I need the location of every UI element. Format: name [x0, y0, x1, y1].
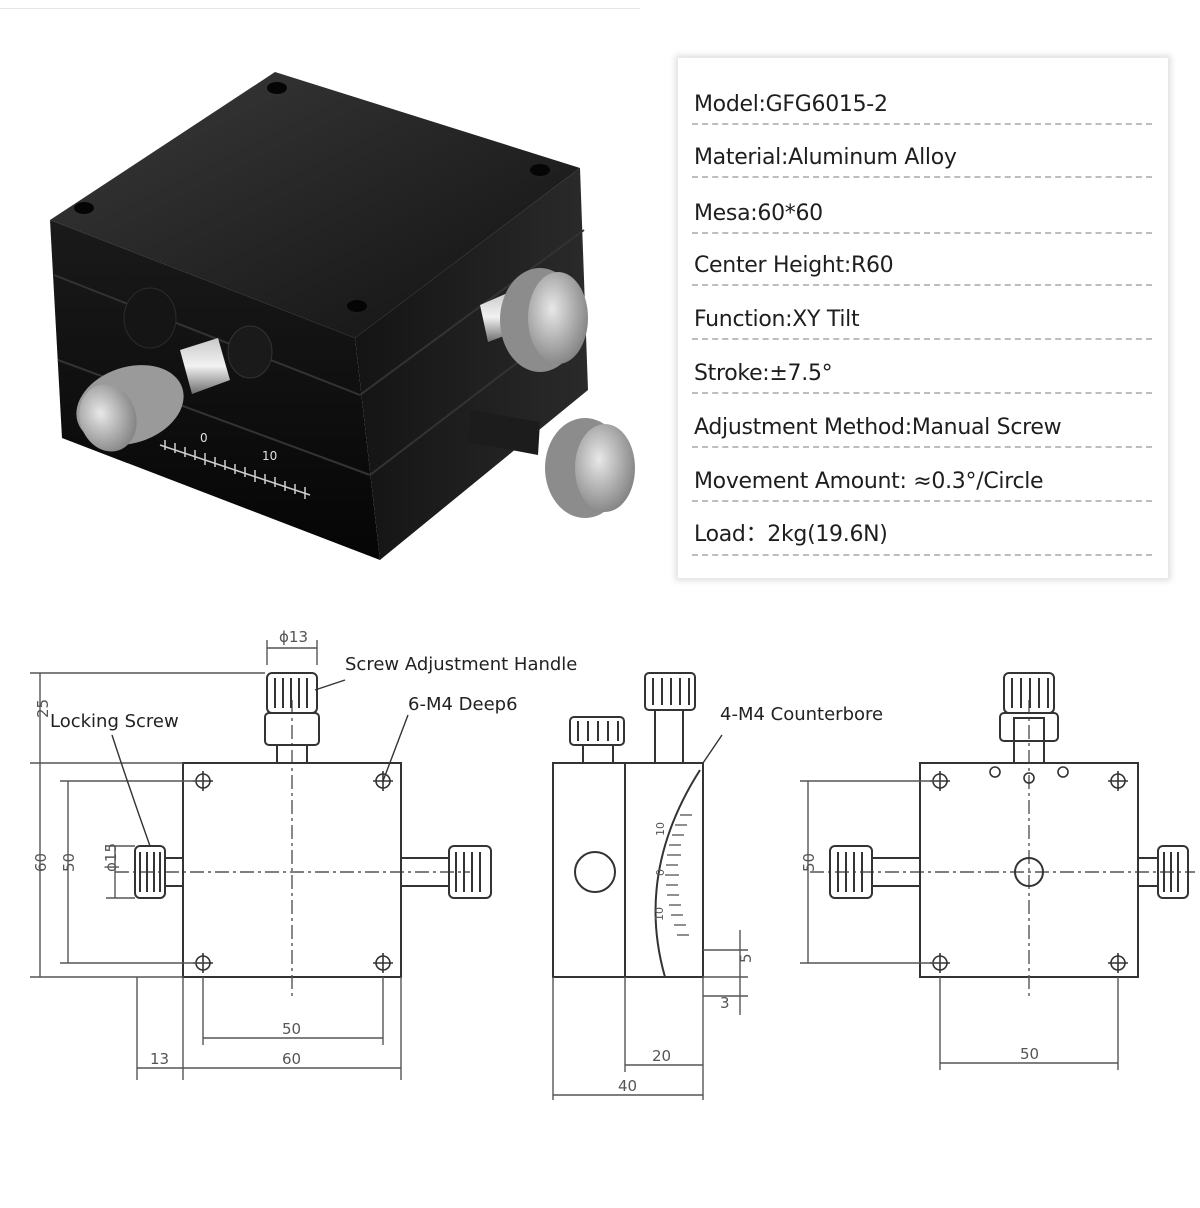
spec-load: Load：2kg(19.6N) — [694, 522, 888, 547]
mount-hole — [347, 300, 367, 312]
spec-row-adjustment: Adjustment Method:Manual Screw — [692, 398, 1152, 448]
dim-50-right: 50 — [800, 853, 818, 872]
product-photo: 0 10 — [50, 72, 635, 560]
callout-locking-screw: Locking Screw — [50, 711, 179, 732]
dim-60-left: 60 — [32, 853, 50, 872]
right-top-knob — [480, 268, 588, 372]
side-view-arc-scale — [665, 814, 692, 936]
spec-row-load: Load：2kg(19.6N) — [692, 506, 1152, 556]
side-view-body — [552, 762, 704, 978]
spec-stroke: Stroke:±7.5° — [694, 361, 833, 386]
spec-panel: Model:GFG6015-2 Material:Aluminum Alloy … — [678, 58, 1168, 578]
side-view-bore — [574, 851, 616, 893]
top-divider — [0, 8, 640, 9]
spec-model: Model:GFG6015-2 — [694, 92, 888, 117]
spec-row-material: Material:Aluminum Alloy — [692, 128, 1152, 178]
spec-row-function: Function:XY Tilt — [692, 290, 1152, 340]
dim-phi13: ϕ13 — [279, 628, 308, 646]
mount-hole — [267, 82, 287, 94]
side-view-arc — [654, 769, 701, 978]
spec-adjustment-method: Adjustment Method:Manual Screw — [694, 415, 1062, 440]
back-view-knobs — [829, 672, 1189, 899]
dim-25: 25 — [34, 699, 52, 718]
dim-13: 13 — [150, 1050, 169, 1068]
back-view-center-bore — [1014, 857, 1044, 887]
side-scale-10-top: 10 — [654, 822, 667, 836]
front-scale — [159, 440, 311, 499]
left-adjust-knob — [76, 338, 230, 452]
spec-function: Function:XY Tilt — [694, 307, 860, 332]
dim-40: 40 — [618, 1077, 637, 1095]
spec-row-center-height: Center Height:R60 — [692, 238, 1152, 286]
dim-50-right-bottom: 50 — [1020, 1045, 1039, 1063]
front-scale-label-10: 10 — [262, 449, 277, 463]
mount-hole — [530, 164, 550, 176]
dim-3: 3 — [720, 994, 730, 1012]
spec-row-stroke: Stroke:±7.5° — [692, 344, 1152, 394]
technical-drawing: Screw Adjustment Handle Locking Screw 6-… — [30, 628, 1195, 1100]
dim-5: 5 — [737, 953, 755, 963]
side-view-top-knob — [569, 672, 696, 764]
dim-50-left: 50 — [60, 853, 78, 872]
spec-material: Material:Aluminum Alloy — [694, 145, 957, 170]
spec-row-model: Model:GFG6015-2 — [692, 78, 1152, 125]
spec-row-movement: Movement Amount: ≈0.3°/Circle — [692, 452, 1152, 502]
callout-m4-deep: 6-M4 Deep6 — [408, 694, 518, 715]
left-view-right-knob — [400, 845, 492, 899]
spec-center-height: Center Height:R60 — [694, 253, 894, 278]
side-scale-10-bottom: 10 — [653, 907, 666, 921]
left-view-top-knob — [264, 672, 320, 764]
callout-screw-handle: Screw Adjustment Handle — [345, 654, 577, 675]
spec-mesa: Mesa:60*60 — [694, 201, 823, 226]
spec-row-mesa: Mesa:60*60 — [692, 182, 1152, 234]
dim-60-bottom: 60 — [282, 1050, 301, 1068]
dim-20: 20 — [652, 1047, 671, 1065]
right-bottom-knob — [468, 410, 635, 518]
dim-50-bottom: 50 — [282, 1020, 301, 1038]
callout-m4-counterbore: 4-M4 Counterbore — [720, 704, 883, 725]
front-scale-label-0: 0 — [200, 431, 208, 445]
block-top-face — [50, 72, 580, 338]
mount-hole — [74, 202, 94, 214]
block-side-face — [355, 168, 588, 560]
spec-movement-amount: Movement Amount: ≈0.3°/Circle — [694, 469, 1044, 494]
side-scale-0: 0 — [654, 869, 667, 876]
left-view-locking-knob — [134, 845, 184, 899]
dim-phi15: ϕ15 — [102, 843, 120, 872]
